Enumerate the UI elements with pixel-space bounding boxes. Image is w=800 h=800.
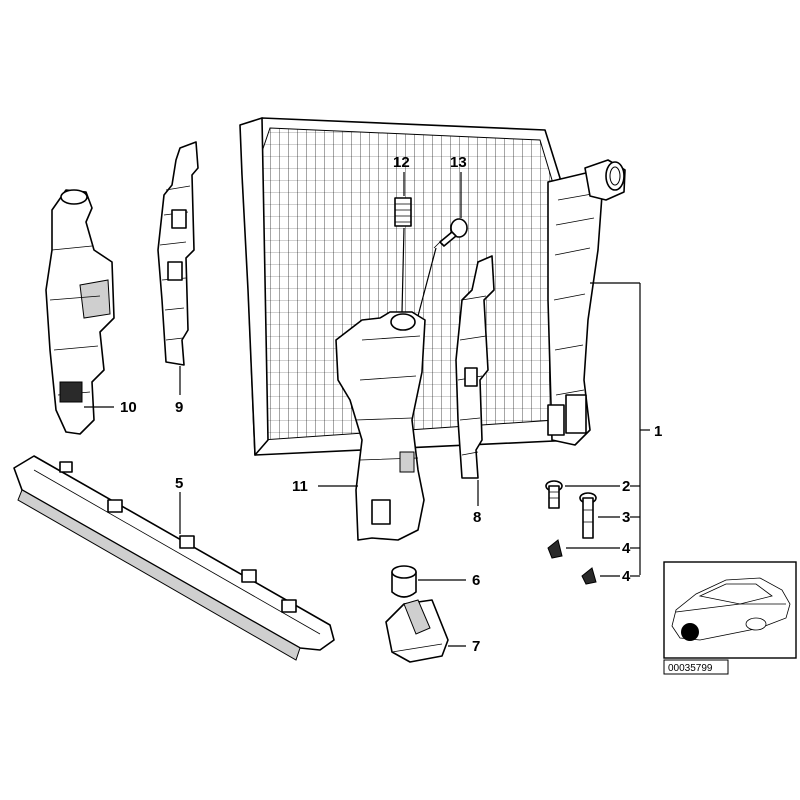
fastener-part-2 (545, 480, 563, 509)
car-location-icon (671, 577, 791, 641)
callout-4a: 4 (622, 540, 631, 557)
callout-11: 11 (292, 478, 308, 495)
mount-part-10 (45, 189, 115, 435)
fastener-part-3 (579, 492, 597, 539)
reference-number: 00035799 (668, 663, 713, 674)
callout-8: 8 (473, 509, 481, 526)
callout-2: 2 (622, 478, 630, 495)
callout-5: 5 (175, 475, 183, 492)
callout-4b: 4 (622, 568, 631, 585)
callout-3: 3 (622, 509, 630, 526)
bushing-part-6 (391, 565, 417, 598)
callout-10: 10 (120, 399, 137, 416)
cap-part-12 (394, 197, 412, 227)
fastener-part-4b (581, 567, 597, 585)
radiator (239, 117, 626, 456)
expansion-tank-part-11 (335, 311, 426, 541)
callout-6: 6 (472, 572, 480, 589)
bracket-part-9 (157, 141, 199, 366)
car-location-inset: 00035799 (663, 561, 797, 675)
callout-9: 9 (175, 399, 183, 416)
callout-7: 7 (472, 638, 480, 655)
fastener-part-4a (547, 539, 563, 559)
callout-12: 12 (393, 154, 410, 171)
screw-part-13 (433, 218, 468, 249)
leader-lines (84, 172, 650, 647)
callout-13: 13 (450, 154, 467, 171)
mount-part-7 (385, 599, 449, 663)
bar-part-5 (13, 455, 335, 661)
callout-1: 1 (654, 423, 662, 440)
bracket-part-8 (455, 255, 495, 479)
callouts: 1 2 3 4 4 5 6 7 8 9 10 11 12 13 (120, 154, 662, 655)
